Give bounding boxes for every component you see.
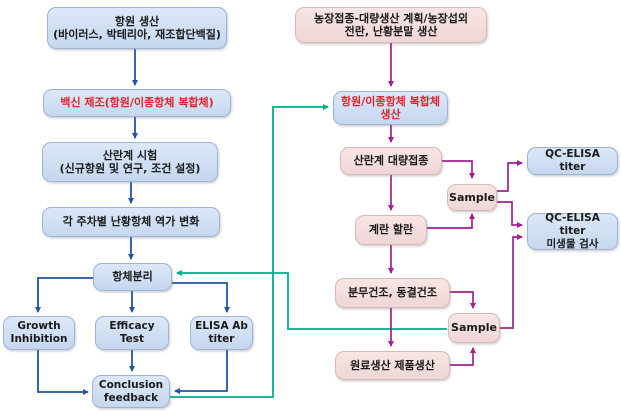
node-complex-production: 항원/이종항체 복합체 생산 [333, 91, 448, 125]
node-layer-hen-test: 산란계 시험 (신규항원 및 연구, 조건 설정) [42, 142, 218, 182]
arrow-sample2-to-qcmicro [500, 234, 523, 329]
node-sample-1: Sample [447, 184, 497, 211]
arrow-rawproduction-to-sample2 [450, 347, 476, 366]
node-egg-breaking: 계란 할란 [355, 215, 427, 245]
arrow-sample1-to-qcmicro [497, 201, 523, 228]
node-drying: 분무건조, 동결건조 [335, 278, 450, 308]
node-farm-plan: 농장접종-대량생산 계획/농장섭외 전란, 난황분말 생산 [295, 7, 487, 43]
node-conclusion-feedback: Conclusion feedback [92, 375, 170, 408]
node-elisa-ab-titer: ELISA Ab titer [190, 316, 253, 350]
arrow-elisa-to-conclusion [174, 350, 228, 394]
node-growth-inhibition: Growth Inhibition [3, 316, 75, 350]
node-raw-material-production: 원료생산 제품생산 [335, 351, 450, 380]
arrow-separation-to-elisa [172, 282, 230, 313]
node-weekly-titer-change: 각 주차별 난황항체 역가 변화 [42, 207, 220, 237]
arrow-separation-to-growth [35, 277, 93, 313]
node-qc-elisa-titer-micro: QC-ELISA titer 미생물 검사 [527, 212, 618, 250]
arrow-drying-to-sample2 [450, 291, 476, 309]
node-antigen-production: 항원 생산 (바이러스, 박테리아, 재조합단백질) [47, 7, 227, 49]
node-efficacy-test: Efficacy Test [95, 316, 169, 350]
node-sample-2: Sample [448, 313, 500, 343]
node-qc-elisa-titer: QC-ELISA titer [527, 147, 618, 175]
node-antibody-separation: 항체분리 [93, 263, 172, 291]
arrow-growth-to-conclusion [37, 350, 89, 395]
arrow-sample1-to-qctiter [497, 160, 523, 192]
arrow-eggbreaking-to-sample1 [427, 213, 475, 229]
node-vaccine-manufacture: 백신 제조(항원/이종항체 복합체) [43, 89, 231, 117]
arrow-inoculation-to-sample1 [442, 160, 475, 179]
node-layer-mass-inoculation: 산란계 대량접종 [340, 147, 442, 175]
